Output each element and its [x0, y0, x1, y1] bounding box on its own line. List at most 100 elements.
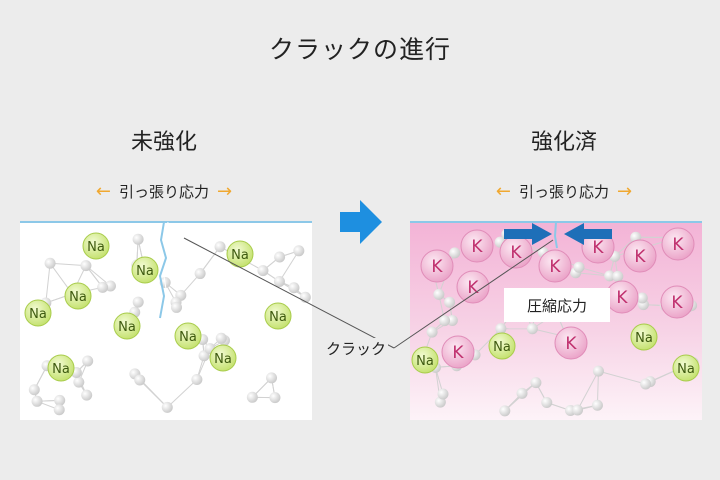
- progression-arrow-icon: [340, 200, 382, 244]
- atom-dot: [612, 270, 624, 282]
- crack-label: クラック: [324, 338, 389, 359]
- atom-dot: [53, 404, 65, 416]
- bond-line: [577, 370, 599, 411]
- bond-line: [199, 246, 221, 274]
- atom-dot: [499, 405, 511, 417]
- atom-dot: [604, 270, 616, 282]
- atom-dot: [426, 326, 438, 338]
- potassium-ion: K: [441, 335, 475, 369]
- ion-label: Na: [52, 362, 70, 377]
- bond-line: [139, 379, 168, 408]
- ion-label: Na: [493, 340, 511, 355]
- diagram-title: クラックの進行: [268, 35, 451, 64]
- compress-arrow-right-icon: [532, 223, 552, 245]
- ion-label: Na: [416, 354, 434, 369]
- sodium-ion: Na: [113, 312, 141, 340]
- atom-dot: [191, 374, 203, 386]
- ion-label: Na: [87, 240, 105, 255]
- atom-dot: [541, 397, 553, 409]
- ion-label: Na: [118, 320, 136, 335]
- ion-label: Na: [635, 331, 653, 346]
- sodium-ion: Na: [174, 322, 202, 350]
- bond-line: [45, 263, 51, 304]
- ion-label: Na: [179, 330, 197, 345]
- ion-label: K: [672, 235, 684, 255]
- bond-line: [50, 262, 86, 267]
- left-tension-indicator: ← 引っ張り応力 →: [54, 178, 274, 204]
- sodium-ion: Na: [411, 346, 439, 374]
- potassium-ion: K: [420, 249, 454, 283]
- deep-crack: [158, 221, 168, 319]
- atom-dot: [530, 377, 542, 389]
- ion-label: Na: [29, 307, 47, 322]
- sodium-ion: Na: [488, 332, 516, 360]
- atom-dot: [28, 384, 40, 396]
- left-arrow-icon: ←: [95, 180, 111, 202]
- compress-arrow-left-icon: [564, 223, 584, 245]
- ion-label: Na: [69, 290, 87, 305]
- bond-line: [279, 250, 300, 282]
- ion-label: K: [616, 288, 628, 308]
- ion-label: Na: [214, 352, 232, 367]
- atom-dot: [97, 281, 109, 293]
- ion-label: K: [592, 238, 604, 258]
- atom-dot: [640, 378, 652, 390]
- atom-dot: [132, 296, 144, 308]
- potassium-ion: K: [660, 285, 694, 319]
- sodium-ion: Na: [64, 282, 92, 310]
- sodium-ion: Na: [672, 354, 700, 382]
- potassium-ion: K: [460, 229, 494, 263]
- sodium-ion: Na: [226, 240, 254, 268]
- atom-dot: [433, 288, 445, 300]
- sodium-ion: Na: [209, 344, 237, 372]
- sodium-ion: Na: [82, 232, 110, 260]
- right-arrow-icon: →: [217, 180, 233, 202]
- potassium-ion: K: [605, 280, 639, 314]
- atom-dot: [134, 374, 146, 386]
- atom-dot: [266, 372, 278, 384]
- right-arrow-icon: →: [617, 180, 633, 202]
- ion-label: Na: [677, 362, 695, 377]
- atom-dot: [82, 355, 94, 367]
- sodium-ion: Na: [24, 299, 52, 327]
- ion-label: K: [565, 334, 577, 354]
- atom-dot: [257, 265, 269, 277]
- atom-dot: [214, 241, 226, 253]
- atom-dot: [449, 247, 461, 259]
- deep-crack-highlight: [161, 221, 171, 319]
- atom-dot: [80, 260, 92, 272]
- reinforced-heading: 強化済: [530, 130, 597, 155]
- atom-dot: [170, 301, 182, 313]
- potassium-ion: K: [538, 249, 572, 283]
- compressive-stress-arrows: [504, 223, 612, 245]
- left-tension-label: 引っ張り応力: [118, 182, 209, 201]
- unreinforced-heading: 未強化: [130, 130, 197, 155]
- atom-dot: [591, 399, 603, 411]
- ion-label: K: [471, 237, 483, 257]
- ion-label: K: [510, 243, 522, 263]
- potassium-ion: K: [456, 270, 490, 304]
- sodium-ion: Na: [47, 354, 75, 382]
- atom-dot: [215, 332, 227, 344]
- atom-dot: [592, 365, 604, 377]
- atom-dot: [437, 388, 449, 400]
- compressive-stress-label: 圧縮応力: [504, 288, 610, 322]
- ion-label: Na: [269, 310, 287, 325]
- atom-dot: [73, 376, 85, 388]
- ion-label: Na: [231, 248, 249, 263]
- ion-label: K: [634, 247, 646, 267]
- atom-dot: [273, 275, 285, 287]
- atom-dot: [288, 282, 300, 294]
- compress-arrow-right-shaft: [582, 229, 612, 239]
- ion-label: K: [671, 293, 683, 313]
- ion-label: K: [549, 257, 561, 277]
- atom-dot: [446, 314, 458, 326]
- left-arrow-icon: ←: [495, 180, 511, 202]
- bond-line: [596, 371, 599, 406]
- ion-label: K: [431, 257, 443, 277]
- crack-leader-right: [393, 239, 554, 349]
- atom-dot: [194, 268, 206, 280]
- bond-line: [598, 370, 646, 385]
- sodium-ion: Na: [264, 302, 292, 330]
- sodium-ion: Na: [131, 256, 159, 284]
